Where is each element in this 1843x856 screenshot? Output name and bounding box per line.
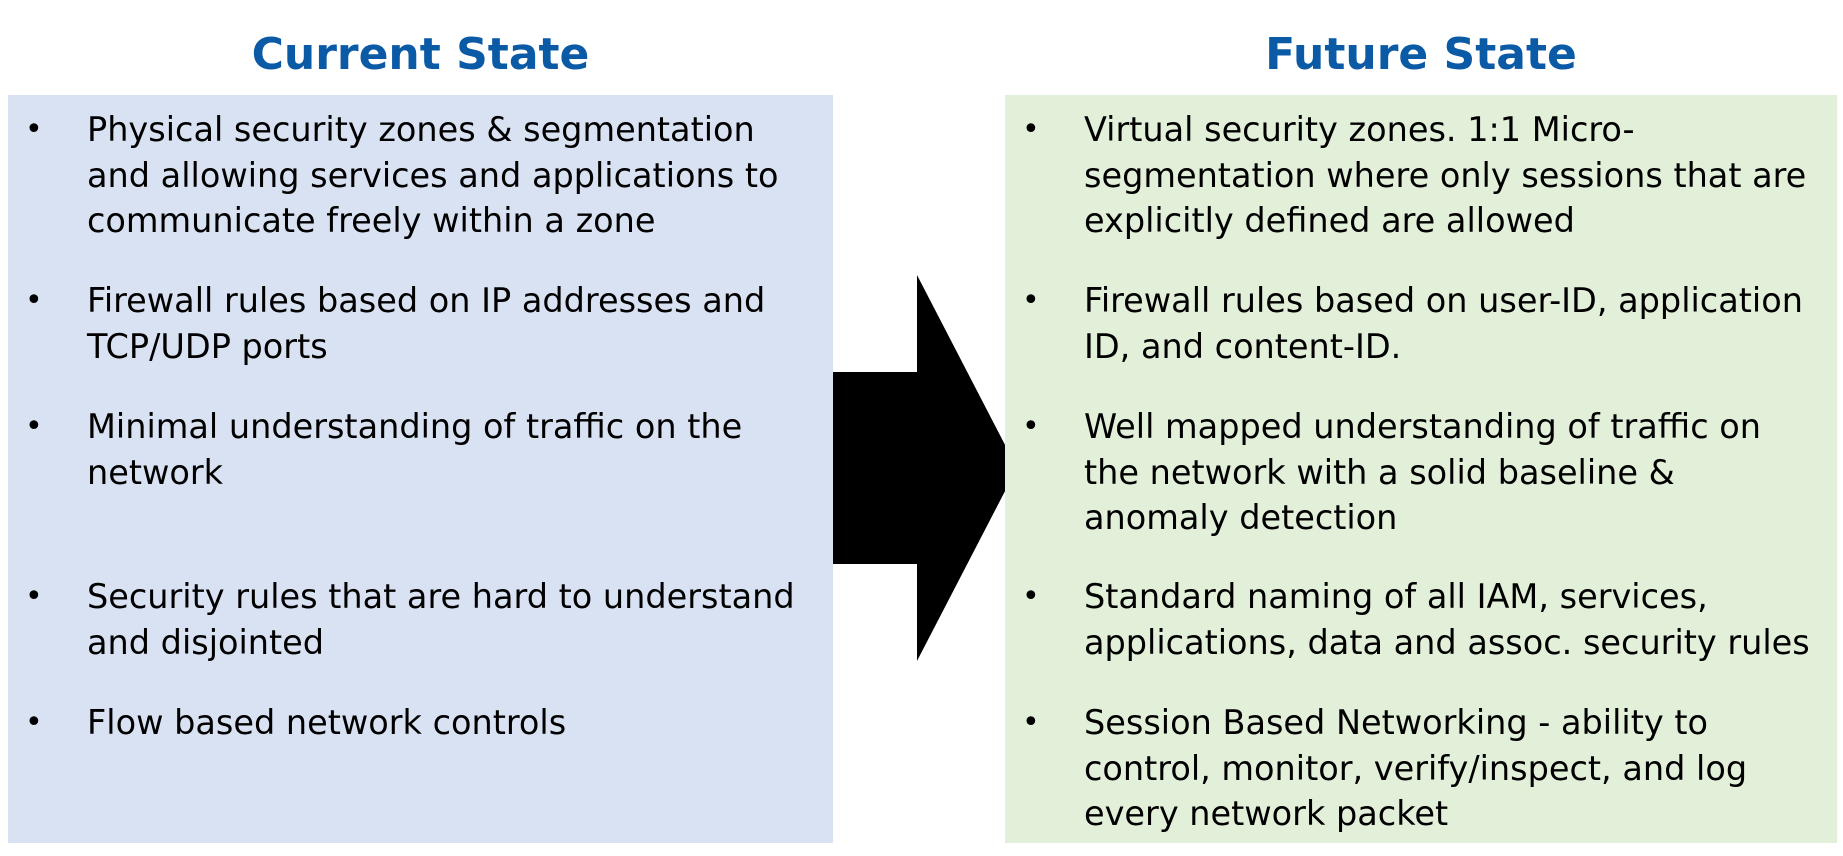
item-line: Physical security zones & segmentation (87, 110, 755, 149)
future-state-panel: • Virtual security zones. 1:1 Micro- seg… (1005, 95, 1837, 843)
current-state-item-text: Physical security zones & segmentation a… (8, 107, 833, 244)
current-state-item: • Minimal understanding of traffic on th… (8, 404, 833, 495)
future-state-item-text: Session Based Networking - ability to co… (1005, 700, 1837, 837)
bullet-icon: • (25, 112, 43, 147)
bullet-icon: • (25, 579, 43, 614)
item-line: explicitly defined are allowed (1084, 201, 1575, 240)
item-line: and disjointed (87, 622, 325, 662)
item-line: every network packet (1084, 794, 1449, 833)
item-line: segmentation where only sessions that ar… (1084, 155, 1807, 195)
item-line: Firewall rules based on IP addresses and (87, 281, 766, 320)
item-line: anomaly detection (1084, 498, 1398, 537)
arrow-shape (833, 275, 1017, 661)
current-state-panel: • Physical security zones & segmentation… (8, 95, 833, 843)
item-line: Minimal understanding of traffic on the (87, 407, 743, 446)
item-line: Session Based Networking - ability to (1084, 703, 1708, 742)
future-state-item: • Virtual security zones. 1:1 Micro- seg… (1005, 107, 1837, 244)
future-state-item-text: Standard naming of all IAM, services, ap… (1005, 574, 1837, 665)
current-state-item-text: Flow based network controls (8, 700, 833, 746)
current-state-item: • Physical security zones & segmentation… (8, 107, 833, 244)
item-line: the network with a solid baseline & (1084, 452, 1675, 492)
current-state-item: • Firewall rules based on IP addresses a… (8, 278, 833, 369)
current-state-item: • Flow based network controls (8, 700, 833, 746)
bullet-icon: • (1022, 112, 1040, 147)
item-line: Well mapped understanding of traffic on (1084, 407, 1761, 446)
future-state-heading: Future State (1265, 29, 1577, 80)
current-state-item-text: Security rules that are hard to understa… (8, 574, 833, 665)
current-state-item-text: Minimal understanding of traffic on the … (8, 404, 833, 495)
item-line: ID, and content-ID. (1084, 326, 1402, 366)
bullet-icon: • (1022, 283, 1040, 318)
future-state-item: • Standard naming of all IAM, services, … (1005, 574, 1837, 665)
item-line: Standard naming of all IAM, services, (1084, 577, 1708, 616)
bullet-icon: • (25, 705, 43, 740)
bullet-icon: • (1022, 579, 1040, 614)
item-line: Flow based network controls (87, 703, 567, 742)
current-state-heading: Current State (251, 29, 590, 80)
item-line: Security rules that are hard to understa… (87, 577, 795, 616)
future-state-item-text: Well mapped understanding of traffic on … (1005, 404, 1837, 541)
bullet-icon: • (1022, 409, 1040, 444)
future-state-item-text: Virtual security zones. 1:1 Micro- segme… (1005, 107, 1837, 244)
bullet-icon: • (25, 409, 43, 444)
bullet-icon: • (25, 283, 43, 318)
current-state-item: • Security rules that are hard to unders… (8, 574, 833, 665)
future-state-item: • Well mapped understanding of traffic o… (1005, 404, 1837, 541)
future-state-item-text: Firewall rules based on user-ID, applica… (1005, 278, 1837, 369)
item-line: applications, data and assoc. security r… (1084, 622, 1810, 662)
item-line: communicate freely within a zone (87, 201, 656, 240)
item-line: network (87, 452, 224, 492)
item-line: control, monitor, verify/inspect, and lo… (1084, 748, 1748, 788)
item-line: Firewall rules based on user-ID, applica… (1084, 281, 1803, 320)
item-line: TCP/UDP ports (87, 326, 328, 366)
future-state-item: • Firewall rules based on user-ID, appli… (1005, 278, 1837, 369)
item-line: and allowing services and applications t… (87, 155, 779, 195)
future-state-item: • Session Based Networking - ability to … (1005, 700, 1837, 837)
current-state-item-text: Firewall rules based on IP addresses and… (8, 278, 833, 369)
item-line: Virtual security zones. 1:1 Micro- (1084, 110, 1635, 149)
right-arrow-icon (833, 275, 1017, 661)
bullet-icon: • (1022, 705, 1040, 740)
